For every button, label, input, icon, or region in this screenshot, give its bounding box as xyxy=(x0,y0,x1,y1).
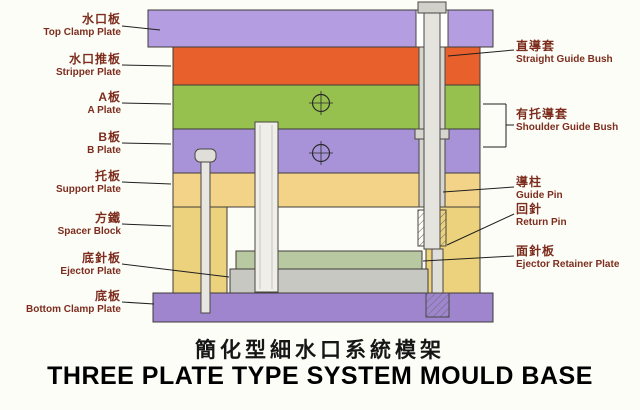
label-en: Top Clamp Plate xyxy=(43,27,121,38)
label-en: Guide Pin xyxy=(516,190,563,201)
puller-bolt xyxy=(194,148,217,314)
spacer-block-left xyxy=(172,206,228,294)
label-en: Spacer Block xyxy=(57,226,121,237)
return-pin-head-hatch xyxy=(425,292,450,318)
label-zh: 水口推板 xyxy=(68,52,121,66)
label-zh: B板 xyxy=(98,130,121,144)
return-pin-rod xyxy=(431,248,444,294)
guide-pin-assembly xyxy=(414,1,450,250)
diagram-title-english: THREE PLATE TYPE SYSTEM MOULD BASE xyxy=(47,362,593,390)
label-zh: 底針板 xyxy=(81,251,121,265)
label-ejector-retainer-plate: 面針板 Ejector Retainer Plate xyxy=(516,245,638,271)
leader-ejector-plate xyxy=(121,263,230,278)
label-ejector-plate: 底針板 Ejector Plate xyxy=(2,252,121,278)
label-en: A Plate xyxy=(87,105,121,116)
label-zh: 導柱 xyxy=(516,175,543,189)
puller-bolt-head xyxy=(194,148,217,163)
guide-pin-head xyxy=(417,1,447,14)
label-bottom-clamp-plate: 底板 Bottom Clamp Plate xyxy=(2,290,121,316)
leader-support-plate xyxy=(121,181,172,185)
label-en: Return Pin xyxy=(516,217,567,228)
label-top-clamp-plate: 水口板 Top Clamp Plate xyxy=(2,13,121,39)
label-return-pin: 回針 Return Pin xyxy=(516,203,638,229)
label-b-plate: B板 B Plate xyxy=(2,131,121,157)
leader-straight-guide-bush xyxy=(447,49,515,57)
diagram-title-chinese: 簡化型細水口系統模架 xyxy=(195,339,445,362)
label-en: Stripper Plate xyxy=(55,67,121,78)
label-zh: 方鐵 xyxy=(94,211,121,225)
label-zh: 面針板 xyxy=(516,244,556,258)
leader-guide-pin xyxy=(442,186,515,193)
leader-b-plate xyxy=(121,142,172,145)
label-en: Ejector Plate xyxy=(60,266,121,277)
label-zh: A板 xyxy=(98,90,121,104)
label-zh: 回針 xyxy=(516,202,543,216)
label-guide-pin: 導柱 Guide Pin xyxy=(516,176,638,202)
leader-ejector-retainer-plate xyxy=(422,255,515,262)
label-zh: 水口板 xyxy=(81,12,121,26)
label-en: Ejector Retainer Plate xyxy=(516,259,620,270)
support-pillar xyxy=(254,121,279,293)
support-pillar-body xyxy=(254,121,279,293)
label-support-plate: 托板 Support Plate xyxy=(2,170,121,196)
leader-return-pin xyxy=(446,213,515,246)
guide-pin-seat-hatch-left xyxy=(417,209,425,247)
label-zh: 有托導套 xyxy=(516,107,569,121)
leader-spacer-block xyxy=(121,223,172,227)
label-zh: 托板 xyxy=(94,169,121,183)
screw-hole-symbols xyxy=(309,91,333,165)
label-zh: 直導套 xyxy=(516,39,556,53)
label-a-plate: A板 A Plate xyxy=(2,91,121,117)
puller-bolt-shaft xyxy=(200,161,211,314)
label-en: Shoulder Guide Bush xyxy=(516,122,619,133)
label-zh: 底板 xyxy=(94,289,121,303)
leader-bottom-clamp-plate xyxy=(121,301,155,305)
label-spacer-block: 方鐵 Spacer Block xyxy=(2,212,121,238)
leader-lines xyxy=(121,25,515,305)
label-en: Support Plate xyxy=(55,184,121,195)
guide-pin-rod xyxy=(423,12,441,250)
label-en: Bottom Clamp Plate xyxy=(25,304,121,315)
label-en: Straight Guide Bush xyxy=(516,54,613,65)
label-en: B Plate xyxy=(87,145,121,156)
leader-stripper-plate xyxy=(121,64,172,67)
label-shoulder-guide-bush: 有托導套 Shoulder Guide Bush xyxy=(516,108,638,134)
guide-pin-seat-hatch-right xyxy=(439,209,447,247)
return-pin-assembly xyxy=(425,248,450,318)
leader-a-plate xyxy=(121,102,172,105)
label-stripper-plate: 水口推板 Stripper Plate xyxy=(2,53,121,79)
label-straight-guide-bush: 直導套 Straight Guide Bush xyxy=(516,40,638,66)
leader-top-clamp-plate xyxy=(121,25,161,31)
